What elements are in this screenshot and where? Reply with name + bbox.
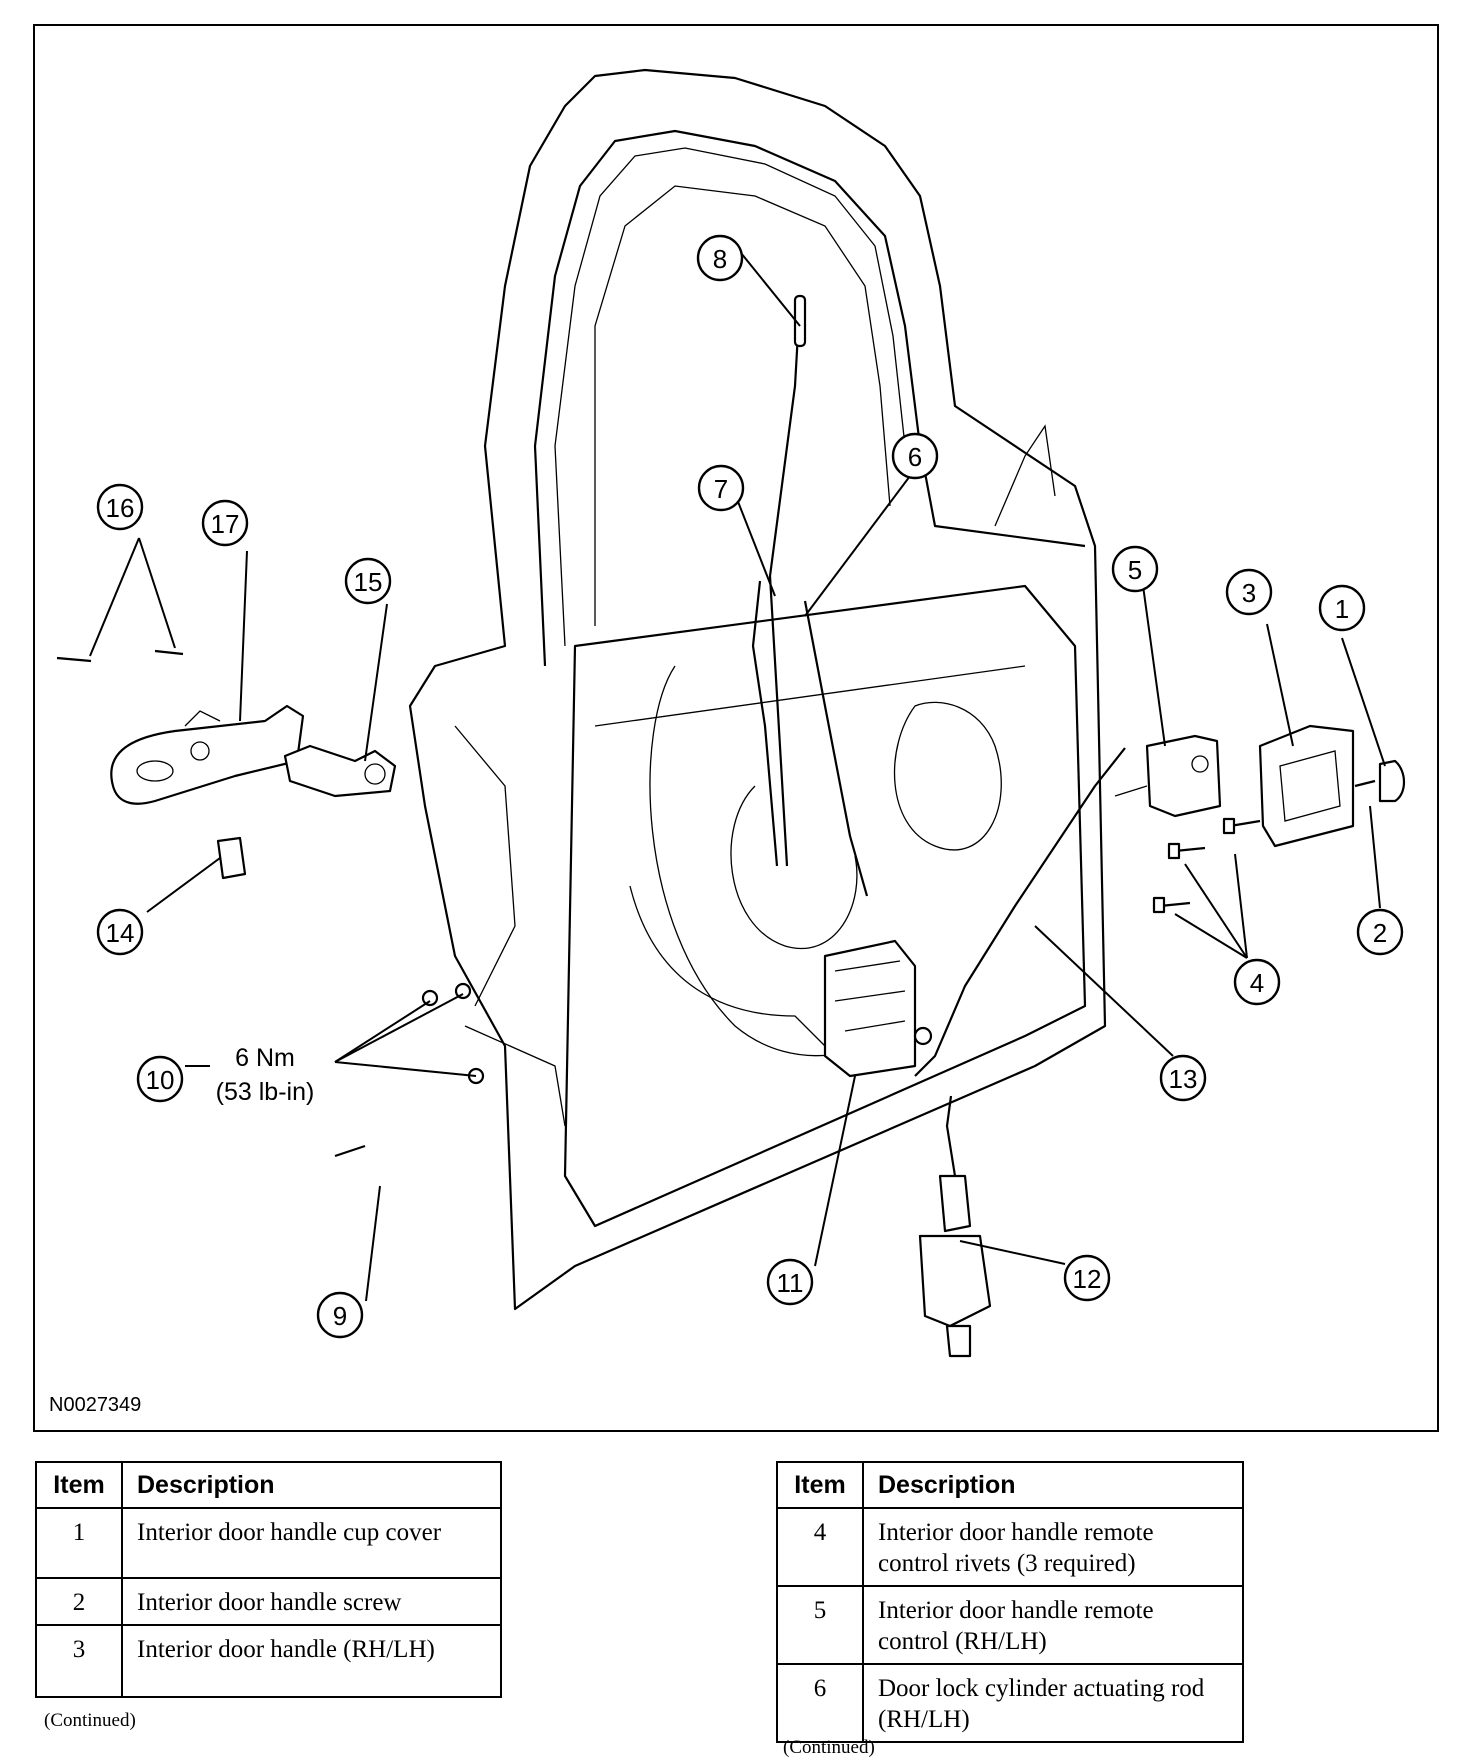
callout-14: 14 [96, 908, 144, 956]
callout-7: 7 [697, 464, 745, 512]
svg-text:17: 17 [211, 509, 240, 539]
leader-lines [89, 252, 1386, 1302]
callout-9: 9 [316, 1291, 364, 1339]
item-description: Interior door handle cup cover [121, 1507, 502, 1579]
callout-3: 3 [1225, 568, 1273, 616]
exploded-view-diagram: 1 2 3 4 5 6 7 8 9 10 11 12 13 14 15 16 1… [33, 24, 1439, 1432]
header-description: Description [862, 1461, 1244, 1509]
svg-text:7: 7 [714, 474, 728, 504]
svg-text:10: 10 [146, 1065, 175, 1095]
part-17-outside-handle [110, 704, 305, 805]
part-5-remote-control [1114, 734, 1222, 818]
callout-16: 16 [96, 483, 144, 531]
callout-2: 2 [1356, 908, 1404, 956]
svg-text:14: 14 [106, 918, 135, 948]
part-7-rod [751, 580, 779, 867]
table-row: 2 Interior door handle screw [35, 1577, 502, 1626]
part-12-actuator [918, 1095, 992, 1358]
continued-note-1: (Continued) [44, 1710, 136, 1731]
item-description: Interior door handle remote control (RH/… [862, 1585, 1244, 1665]
item-description: Door lock cylinder actuating rod (RH/LH) [862, 1663, 1244, 1743]
torque-value: 6 Nm [235, 1044, 295, 1072]
continued-note-2: (Continued) [783, 1737, 875, 1758]
callout-5: 5 [1111, 545, 1159, 593]
svg-text:13: 13 [1169, 1064, 1198, 1094]
svg-text:1: 1 [1335, 594, 1349, 624]
svg-text:12: 12 [1073, 1264, 1102, 1294]
svg-text:2: 2 [1373, 918, 1387, 948]
part-15-lock-cylinder [283, 744, 397, 798]
part-8-rod [768, 297, 802, 867]
header-description: Description [121, 1461, 502, 1509]
callout-11: 11 [766, 1258, 814, 1306]
svg-text:6: 6 [908, 442, 922, 472]
item-description: Interior door handle screw [121, 1577, 502, 1626]
header-item: Item [776, 1461, 864, 1509]
table-header: Item Description [776, 1461, 1244, 1509]
item-number: 1 [35, 1507, 123, 1579]
part-13-cable [914, 747, 1126, 1077]
table-row: 1 Interior door handle cup cover [35, 1507, 502, 1579]
item-number: 3 [35, 1624, 123, 1698]
svg-text:4: 4 [1250, 968, 1264, 998]
figure-code: N0027349 [49, 1394, 142, 1416]
svg-text:3: 3 [1242, 578, 1256, 608]
part-16-screws [56, 649, 184, 663]
callout-17: 17 [201, 499, 249, 547]
callout-10: 10 [136, 1055, 184, 1103]
table-row: 3 Interior door handle (RH/LH) [35, 1624, 502, 1698]
item-number: 4 [776, 1507, 864, 1587]
part-14-clip [216, 836, 247, 880]
svg-text:5: 5 [1128, 555, 1142, 585]
svg-text:8: 8 [713, 244, 727, 274]
header-item: Item [35, 1461, 123, 1509]
table-header: Item Description [35, 1461, 502, 1509]
part-1-cup-cover [1378, 759, 1406, 803]
torque-spec: 6 Nm (53 lb-in) [195, 1041, 335, 1109]
item-description: Interior door handle remote control rive… [862, 1507, 1244, 1587]
door-shell [408, 68, 1107, 1311]
table-row: 5 Interior door handle remote control (R… [776, 1585, 1244, 1665]
part-11-latch [823, 939, 933, 1078]
callout-13: 13 [1159, 1054, 1207, 1102]
part-3-handle [1258, 724, 1355, 848]
callout-15: 15 [344, 557, 392, 605]
item-number: 2 [35, 1577, 123, 1626]
item-description: Interior door handle (RH/LH) [121, 1624, 502, 1698]
table-row: 4 Interior door handle remote control ri… [776, 1507, 1244, 1587]
item-number: 6 [776, 1663, 864, 1743]
callout-8: 8 [696, 234, 744, 282]
items-table-1: Item Description 1 Interior door handle … [35, 1461, 502, 1698]
svg-text:11: 11 [777, 1268, 804, 1298]
svg-text:9: 9 [333, 1301, 347, 1331]
part-4-rivets [1152, 817, 1261, 914]
item-number: 5 [776, 1585, 864, 1665]
items-table-2: Item Description 4 Interior door handle … [776, 1461, 1244, 1743]
part-2-screw [1354, 779, 1376, 788]
svg-text:16: 16 [106, 493, 135, 523]
callout-12: 12 [1063, 1254, 1111, 1302]
part-6-rod [803, 600, 869, 897]
callout-4: 4 [1233, 958, 1281, 1006]
part-10-bolts [421, 982, 485, 1085]
table-row: 6 Door lock cylinder actuating rod (RH/L… [776, 1663, 1244, 1743]
callout-6: 6 [891, 432, 939, 480]
svg-text:15: 15 [354, 567, 383, 597]
torque-alt: (53 lb-in) [215, 1078, 315, 1106]
part-9-screw [334, 1144, 366, 1158]
callout-1: 1 [1318, 584, 1366, 632]
